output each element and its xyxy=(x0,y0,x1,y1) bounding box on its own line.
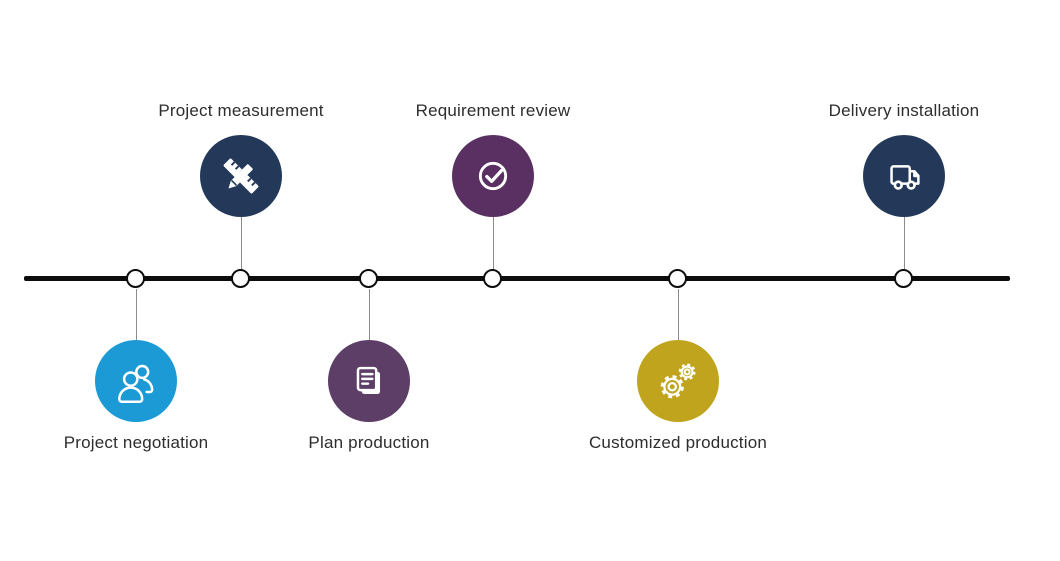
timeline-node xyxy=(894,269,913,288)
truck-icon xyxy=(890,165,920,190)
step-connector-line xyxy=(493,217,494,269)
step-icon-bubble xyxy=(863,135,945,217)
timeline-node xyxy=(359,269,378,288)
timeline-node xyxy=(668,269,687,288)
step-label: Requirement review xyxy=(415,101,571,120)
timeline-node xyxy=(483,269,502,288)
timeline-node xyxy=(231,269,250,288)
ruler-pencil-icon xyxy=(223,158,259,194)
step-icon-bubble xyxy=(328,340,410,422)
step-icon-bubble xyxy=(637,340,719,422)
step-label: Customized production xyxy=(588,433,768,452)
step-label: Delivery installation xyxy=(828,101,980,120)
step-icon-bubble xyxy=(452,135,534,217)
gears-icon xyxy=(660,363,696,399)
people-icon xyxy=(118,364,154,403)
step-icon-bubble xyxy=(200,135,282,217)
document-icon xyxy=(356,366,381,394)
step-label: Project negotiation xyxy=(63,433,209,452)
step-connector-line xyxy=(241,217,242,269)
timeline-axis xyxy=(24,276,1010,281)
step-connector-line xyxy=(904,217,905,269)
step-label: Plan production xyxy=(308,433,430,452)
step-connector-line xyxy=(136,289,137,340)
step-connector-line xyxy=(369,289,370,340)
step-icon-bubble xyxy=(95,340,177,422)
check-circle-icon xyxy=(478,161,508,191)
step-label: Project measurement xyxy=(158,101,324,120)
timeline-node xyxy=(126,269,145,288)
step-connector-line xyxy=(678,289,679,340)
